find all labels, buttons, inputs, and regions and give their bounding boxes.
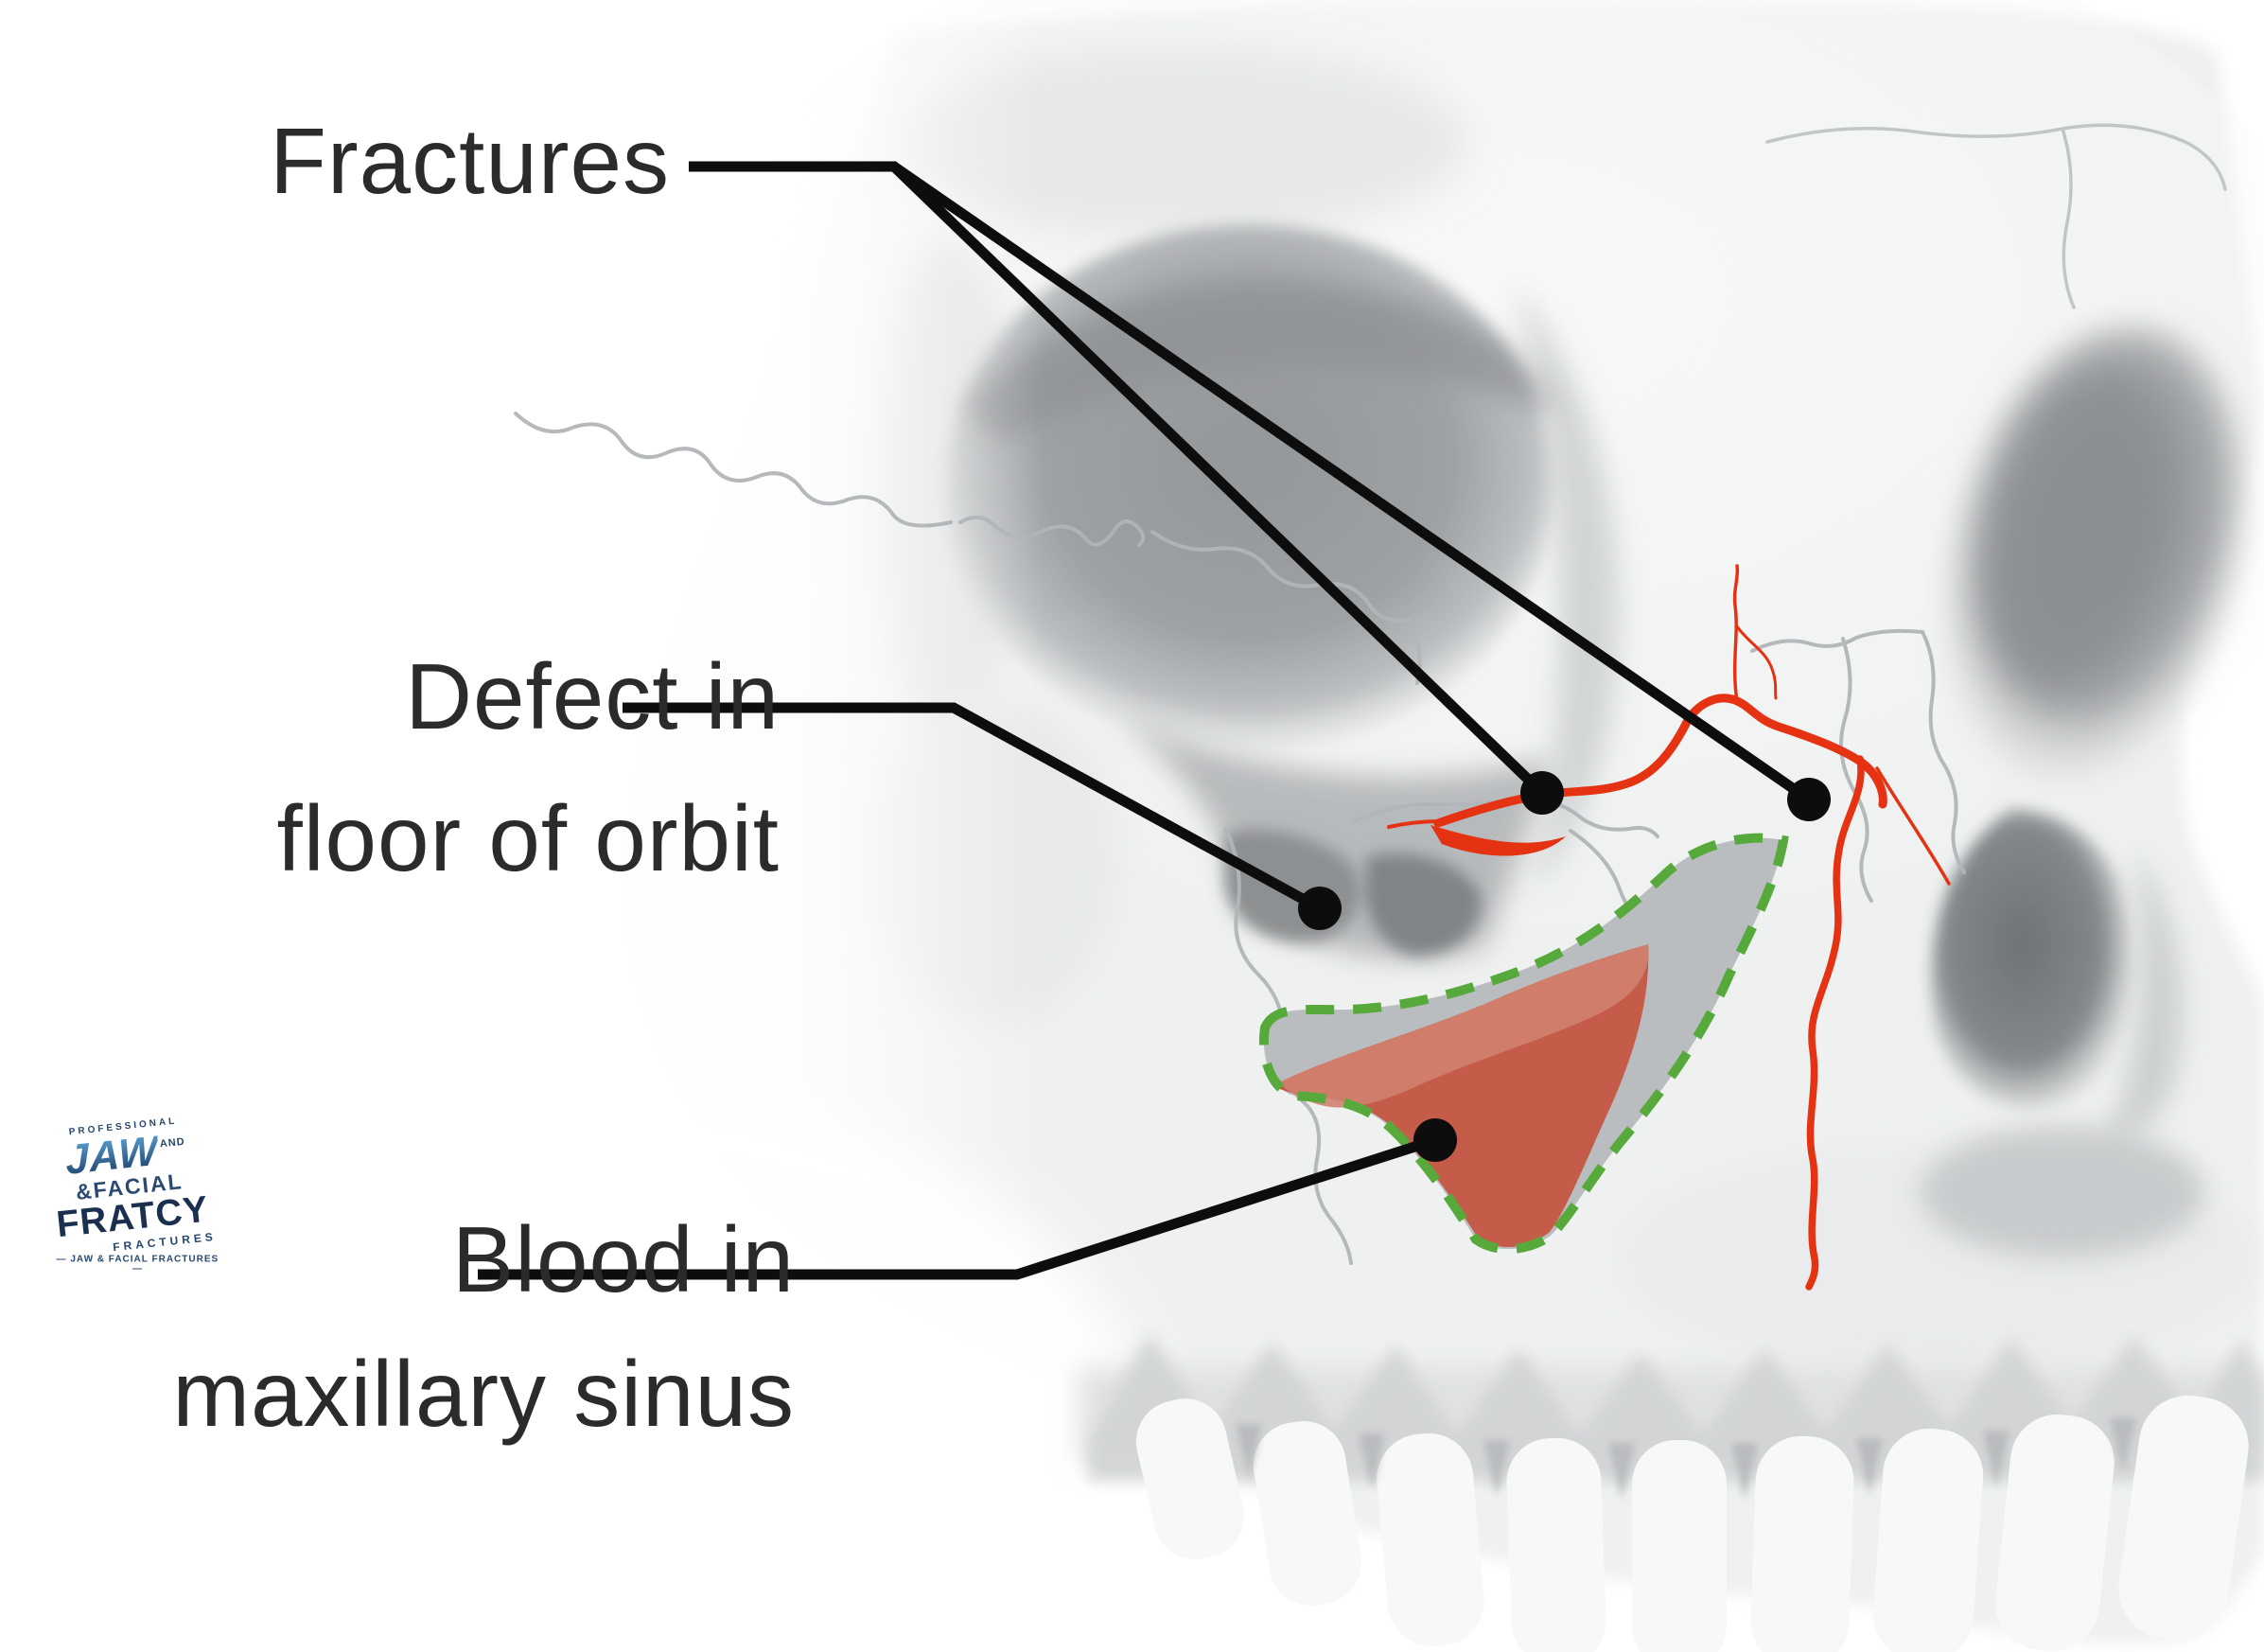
logo-tagline-text: — JAW & FACIAL FRACTURES —	[56, 1254, 219, 1274]
marker-dot-fracture-1	[1520, 771, 1564, 815]
label-blood-line1: Blood in	[451, 1207, 795, 1311]
logo-jaw-text: JAW	[65, 1127, 160, 1184]
marker-dot-blood	[1413, 1118, 1457, 1162]
nasal-aperture	[1921, 809, 2204, 1258]
tooth	[1253, 1421, 1362, 1606]
tooth	[1995, 1414, 2115, 1652]
tooth-gaps	[1236, 1417, 2136, 1500]
blood-outline-dashed	[1259, 833, 1789, 1255]
fracture-line-thin-diagonal	[1875, 766, 1951, 886]
label-blood-maxillary-sinus: Blood in maxillary sinus	[38, 1192, 795, 1461]
tooth	[1377, 1432, 1484, 1647]
suture-lines	[514, 123, 2227, 1265]
tooth	[1135, 1398, 1245, 1559]
blood-surface-highlight	[1279, 944, 1649, 1108]
leader-line-defect	[623, 702, 1323, 913]
suture-nasal-top	[1750, 628, 1924, 653]
marker-dot-fracture-2	[1787, 778, 1831, 821]
suture-squamosal	[2061, 127, 2076, 309]
orbit-floor-defect-patch-2	[1364, 852, 1482, 956]
suture-frontal	[958, 515, 1146, 547]
label-fractures-text: Fractures	[270, 109, 670, 213]
fracture-wedge	[1430, 825, 1566, 856]
marker-dot-defect	[1298, 887, 1342, 930]
callout-markers	[1298, 771, 1831, 1162]
logo-and-text: AND	[159, 1135, 186, 1151]
suture-nasomaxillary-left	[1839, 637, 1873, 903]
leader-line-blood	[478, 1134, 1437, 1280]
label-defect-floor-of-orbit: Defect in floor of orbit	[227, 625, 780, 909]
tooth	[1632, 1440, 1727, 1652]
fracture-line-thin-loop	[1735, 624, 1778, 700]
nasal-base-shade	[1921, 1126, 2204, 1258]
tooth	[1750, 1435, 1854, 1652]
brow-shadow	[965, 286, 1552, 445]
suture-coronal-dome	[1765, 123, 2227, 191]
nasal-septum-highlight	[2105, 852, 2184, 1141]
label-defect-line2: floor of orbit	[276, 786, 780, 890]
jaw-facial-fractures-logo: PROFESSIONAL JAWAND &FACIAL FRATCY FRACT…	[42, 1114, 219, 1282]
label-defect-line1: Defect in	[405, 644, 780, 748]
label-fractures: Fractures	[132, 114, 670, 207]
fracture-line-lead-in	[1387, 819, 1442, 829]
callout-leaders	[478, 161, 1813, 1280]
label-blood-line2: maxillary sinus	[172, 1342, 795, 1446]
suture-temple	[514, 412, 953, 528]
leader-line-fractures-2	[890, 162, 1813, 804]
fracture-line-thin-vertical	[1732, 564, 1740, 704]
maxillary-sinus-region	[1259, 833, 1789, 1255]
suture-nasomaxillary-right	[1921, 630, 1966, 874]
teeth	[1135, 1395, 2249, 1652]
tooth	[1872, 1428, 1984, 1652]
lateral-orbital-rim-shade	[1514, 284, 1620, 889]
tooth	[2118, 1395, 2249, 1641]
tooth	[1506, 1437, 1606, 1652]
fracture-line-descending	[1805, 755, 1865, 1291]
orbit-right	[1944, 323, 2247, 784]
bottom-left-fade	[0, 1079, 1164, 1652]
